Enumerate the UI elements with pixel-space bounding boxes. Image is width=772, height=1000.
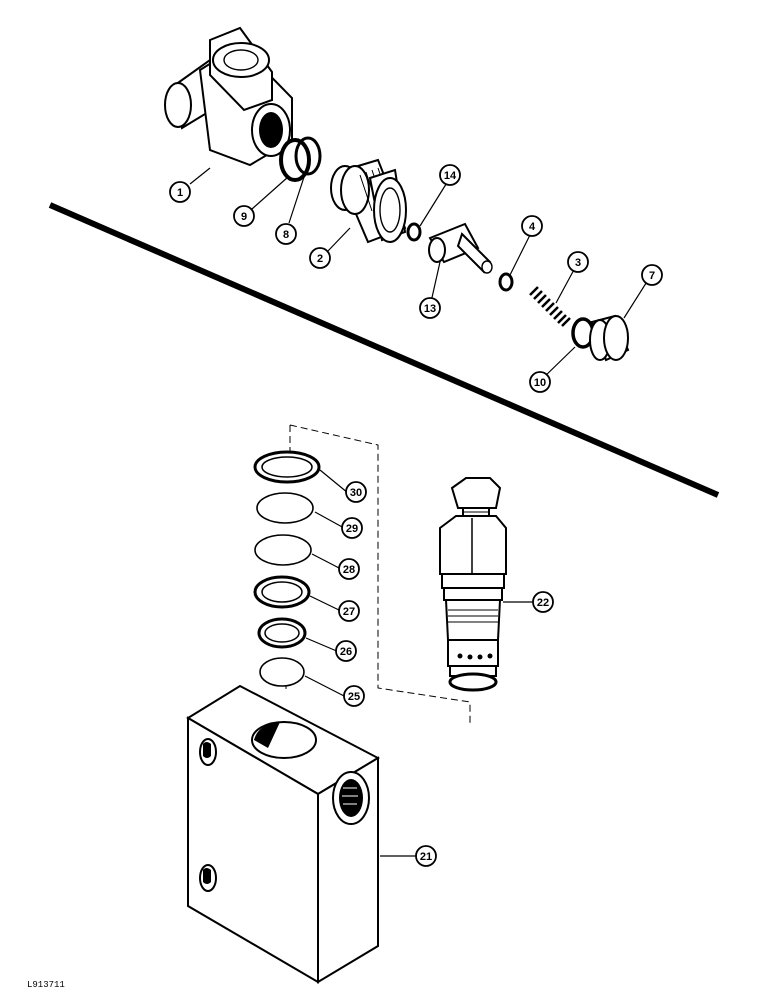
- callout-2: 2: [309, 247, 331, 269]
- part-9-oring: [279, 138, 311, 182]
- callout-26: 26: [335, 640, 357, 662]
- callout-label: 28: [343, 564, 355, 576]
- callout-22: 22: [532, 591, 554, 613]
- part-3-spring: [529, 286, 571, 327]
- part-8-backup-ring: [294, 136, 322, 176]
- callout-label: 3: [575, 257, 581, 269]
- part-26-oring: [257, 617, 307, 649]
- callout-9: 9: [233, 205, 255, 227]
- callout-label: 25: [348, 691, 360, 703]
- callout-27: 27: [338, 600, 360, 622]
- part-1-tee-housing: [164, 26, 293, 167]
- callout-label: 29: [346, 523, 358, 535]
- callout-label: 27: [343, 606, 355, 618]
- part-30-backup-ring: [253, 450, 321, 484]
- callout-10: 10: [529, 371, 551, 393]
- callout-29: 29: [341, 517, 363, 539]
- figure-code: L913711: [27, 980, 65, 990]
- callout-label: 4: [529, 221, 536, 233]
- callout-7: 7: [641, 264, 663, 286]
- part-28-seal: [254, 534, 312, 566]
- callout-13: 13: [419, 297, 441, 319]
- callout-21: 21: [415, 845, 437, 867]
- callout-14: 14: [439, 164, 461, 186]
- callout-label: 1: [177, 187, 183, 199]
- callout-1: 1: [169, 181, 191, 203]
- part-7-plug: [589, 314, 630, 362]
- part-22-relief-valve-cartridge: [439, 477, 507, 692]
- callout-label: 9: [241, 211, 247, 223]
- part-2-valve-cartridge: [330, 158, 407, 244]
- callout-label: 14: [444, 170, 457, 182]
- callout-label: 2: [317, 253, 323, 265]
- part-13-poppet: [428, 222, 493, 274]
- callout-label: 26: [340, 646, 352, 658]
- part-25-seal: [259, 657, 305, 687]
- callout-label: 30: [350, 487, 362, 499]
- callout-label: 13: [424, 303, 436, 315]
- callout-25: 25: [343, 685, 365, 707]
- part-21-manifold-block: [186, 684, 381, 984]
- callout-label: 7: [649, 270, 655, 282]
- part-27-backup-ring: [253, 575, 311, 609]
- callout-label: 10: [534, 377, 546, 389]
- alignment-line: [289, 424, 471, 725]
- callout-3: 3: [567, 251, 589, 273]
- leader-lines: [189, 167, 649, 857]
- callout-label: 21: [420, 851, 432, 863]
- callout-28: 28: [338, 558, 360, 580]
- callout-4: 4: [521, 215, 543, 237]
- callout-30: 30: [345, 481, 367, 503]
- callout-8: 8: [275, 223, 297, 245]
- callout-label: 22: [537, 597, 549, 609]
- part-4-shim: [498, 272, 514, 292]
- callout-label: 8: [283, 229, 289, 241]
- section-divider-line: [48, 202, 720, 498]
- part-14-washer: [406, 222, 422, 242]
- part-29-seal: [256, 492, 314, 524]
